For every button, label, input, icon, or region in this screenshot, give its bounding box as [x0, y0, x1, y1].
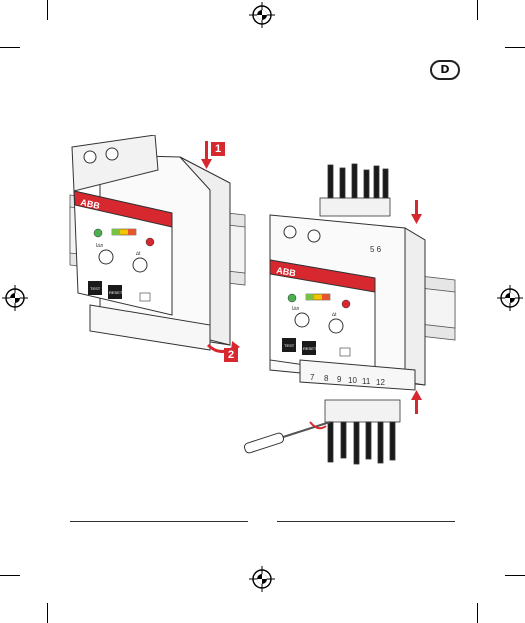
crop-mark	[47, 603, 48, 623]
time-label: ∆t	[332, 312, 337, 318]
test-label: TEST	[284, 343, 295, 348]
language-badge: D	[430, 60, 460, 80]
svg-text:12: 12	[376, 378, 385, 387]
range-label: I∆n	[96, 243, 103, 249]
svg-text:11: 11	[362, 377, 371, 386]
footer-rule-left	[70, 521, 248, 522]
down-arrow-icon	[411, 200, 422, 224]
time-label: ∆t	[136, 251, 141, 257]
crop-mark	[477, 0, 478, 20]
top-terminal-numbers: 5 6	[370, 245, 382, 254]
registration-mark-icon	[497, 285, 523, 311]
crop-mark	[505, 575, 525, 576]
dip-switch	[140, 293, 150, 301]
svg-text:8: 8	[324, 374, 329, 383]
range-dial	[99, 250, 113, 264]
registration-mark-icon	[249, 566, 275, 592]
crop-mark	[0, 575, 20, 576]
up-arrow-icon	[411, 390, 422, 414]
crop-mark	[477, 603, 478, 623]
led-green	[94, 229, 102, 237]
bottom-connector	[325, 400, 400, 464]
led-red	[342, 300, 350, 308]
left-device-illustration: ABB I∆n ∆t TEST RESET	[60, 135, 250, 365]
step-1-badge: 1	[211, 142, 225, 156]
registration-mark-icon	[2, 285, 28, 311]
led-green	[288, 294, 296, 302]
test-label: TEST	[90, 286, 101, 291]
svg-text:9: 9	[337, 375, 342, 384]
time-dial	[133, 258, 147, 272]
front-panel	[74, 191, 172, 315]
footer-rule-right	[277, 521, 455, 522]
reset-label: RESET	[303, 346, 317, 351]
top-connector	[320, 164, 390, 216]
step-2-badge: 2	[224, 348, 238, 362]
range-dial	[295, 313, 309, 327]
reset-label: RESET	[109, 290, 123, 295]
svg-text:7: 7	[310, 373, 315, 382]
time-dial	[329, 319, 343, 333]
right-device-illustration: 5 6 ABB I∆n ∆t TEST RESET 7 8 9 10 11 12	[240, 160, 460, 470]
crop-mark	[0, 47, 20, 48]
crop-mark	[47, 0, 48, 20]
dip-switch	[340, 348, 350, 356]
crop-mark	[505, 47, 525, 48]
registration-mark-icon	[249, 2, 275, 28]
svg-text:10: 10	[348, 376, 357, 385]
range-label: I∆n	[292, 306, 299, 312]
screwdriver-icon	[243, 422, 330, 454]
led-red	[146, 238, 154, 246]
